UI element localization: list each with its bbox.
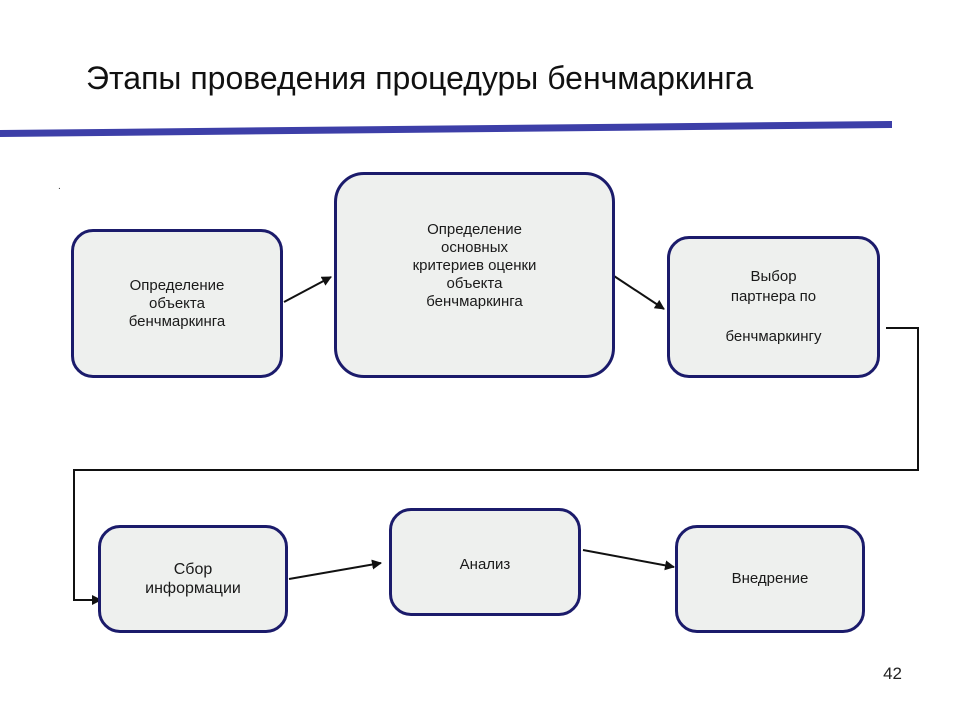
node-criteria-definition: Определение основных критериев оценки об…: [334, 172, 615, 378]
page-title: Этапы проведения процедуры бенчмаркинга: [86, 60, 754, 96]
edge-partner-to-collect: [73, 327, 919, 605]
node-object-definition-label: Определение объекта бенчмаркинга: [128, 276, 226, 330]
node-analysis-label: Анализ: [459, 556, 511, 573]
node-information-collection: Сбор информации: [98, 525, 288, 633]
node-criteria-definition-label: Определение основных критериев оценки об…: [412, 221, 537, 310]
node-information-collection-label: Сбор информации: [145, 561, 241, 597]
node-implementation-label: Внедрение: [731, 570, 809, 587]
edge-collect-to-analysis: [288, 559, 382, 580]
edge-analysis-to-deploy: [582, 549, 675, 571]
node-partner-selection: Выбор партнера по бенчмаркингу: [667, 236, 880, 378]
edge-object-to-criteria: [283, 276, 332, 303]
stray-dot-mark: .: [58, 181, 61, 192]
edge-criteria-to-partner: [613, 275, 665, 310]
node-partner-selection-label: Выбор партнера по бенчмаркингу: [725, 268, 822, 345]
node-implementation: Внедрение: [675, 525, 865, 633]
node-object-definition: Определение объекта бенчмаркинга: [71, 229, 283, 378]
node-analysis: Анализ: [389, 508, 581, 616]
page-number: 42: [883, 664, 902, 683]
